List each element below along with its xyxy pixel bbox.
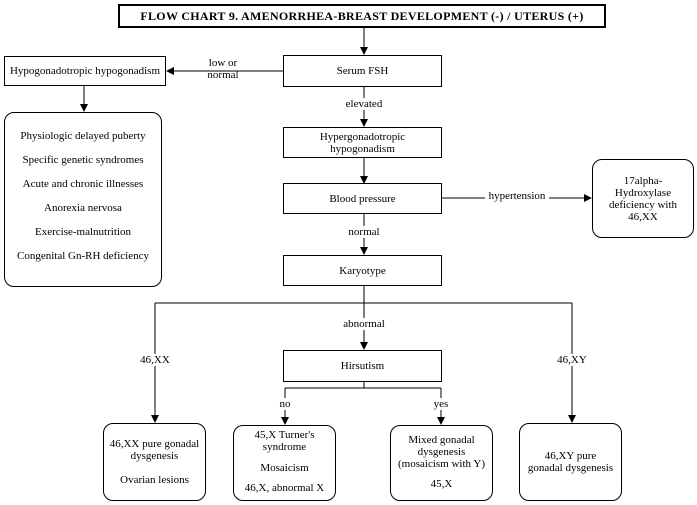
node-serum-fsh-label: Serum FSH [336,65,389,77]
node-hypogonadotropic-causes: Physiologic delayed puberty Specific gen… [4,112,162,287]
label-elevated: elevated [340,98,388,110]
label-low-or-normal: low or normal [207,57,239,81]
cause-item: Anorexia nervosa [44,202,122,214]
label-abnormal: abnormal [338,318,390,330]
node-17alpha-hydroxylase: 17alpha-Hydroxylase deficiency with 46,X… [592,159,694,238]
cause-item: Specific genetic syndromes [22,154,144,166]
outcome-46xx-pure: 46,XX pure gonadal dysgenesis Ovarian le… [103,423,206,501]
outcome-46xy-pure: 46,XY pure gonadal dysgenesis [519,423,622,501]
node-blood-pressure: Blood pressure [283,183,442,214]
node-hypogonadotropic: Hypogonadotropic hypogonadism [4,56,166,86]
outcome-ovarian-lesions: Ovarian lesions [120,474,189,486]
cause-item: Physiologic delayed puberty [20,130,146,142]
label-46xy: 46,XY [552,354,592,366]
node-hypogonadotropic-label: Hypogonadotropic hypogonadism [9,65,160,77]
outcome-turner: 45,X Turner's syndrome Mosaicism 46,X, a… [233,425,336,501]
outcome-mosaicism: Mosaicism [260,462,309,474]
label-normal: normal [344,226,384,238]
outcome-46x-abnormal: 46,X, abnormal X [244,482,325,494]
flowchart-title: FLOW CHART 9. AMENORRHEA-BREAST DEVELOPM… [118,4,606,28]
node-karyotype-label: Karyotype [339,264,386,277]
label-no: no [272,398,298,410]
outcome-mixed-gonadal: Mixed gonadal dysgenesis (mosaicism with… [390,425,493,501]
label-hypertension: hypertension [485,190,549,202]
node-17alpha-hydroxylase-label: 17alpha-Hydroxylase deficiency with 46,X… [608,174,678,223]
label-yes: yes [428,398,454,410]
node-hirsutism-label: Hirsutism [340,360,385,372]
node-serum-fsh: Serum FSH [283,55,442,87]
outcome-46xx-pure-label: 46,XX pure gonadal dysgenesis [109,438,200,462]
node-hirsutism: Hirsutism [283,350,442,382]
node-karyotype: Karyotype [283,255,442,286]
outcome-45x: 45,X [430,478,453,490]
node-hypergonadotropic-label: Hypergonadotropic hypogonadism [319,130,406,155]
outcome-turner-label: 45,X Turner's syndrome [254,429,315,453]
label-46xx: 46,XX [135,354,175,366]
node-blood-pressure-label: Blood pressure [329,192,396,205]
node-hypergonadotropic: Hypergonadotropic hypogonadism [283,127,442,158]
outcome-mixed-gonadal-label: Mixed gonadal dysgenesis (mosaicism with… [398,434,485,470]
cause-item: Acute and chronic illnesses [22,178,144,190]
flowchart-title-text: FLOW CHART 9. AMENORRHEA-BREAST DEVELOPM… [140,9,584,23]
cause-item: Congenital Gn-RH deficiency [17,250,149,262]
outcome-46xy-pure-label: 46,XY pure gonadal dysgenesis [527,450,614,474]
cause-item: Exercise-malnutrition [35,226,131,238]
